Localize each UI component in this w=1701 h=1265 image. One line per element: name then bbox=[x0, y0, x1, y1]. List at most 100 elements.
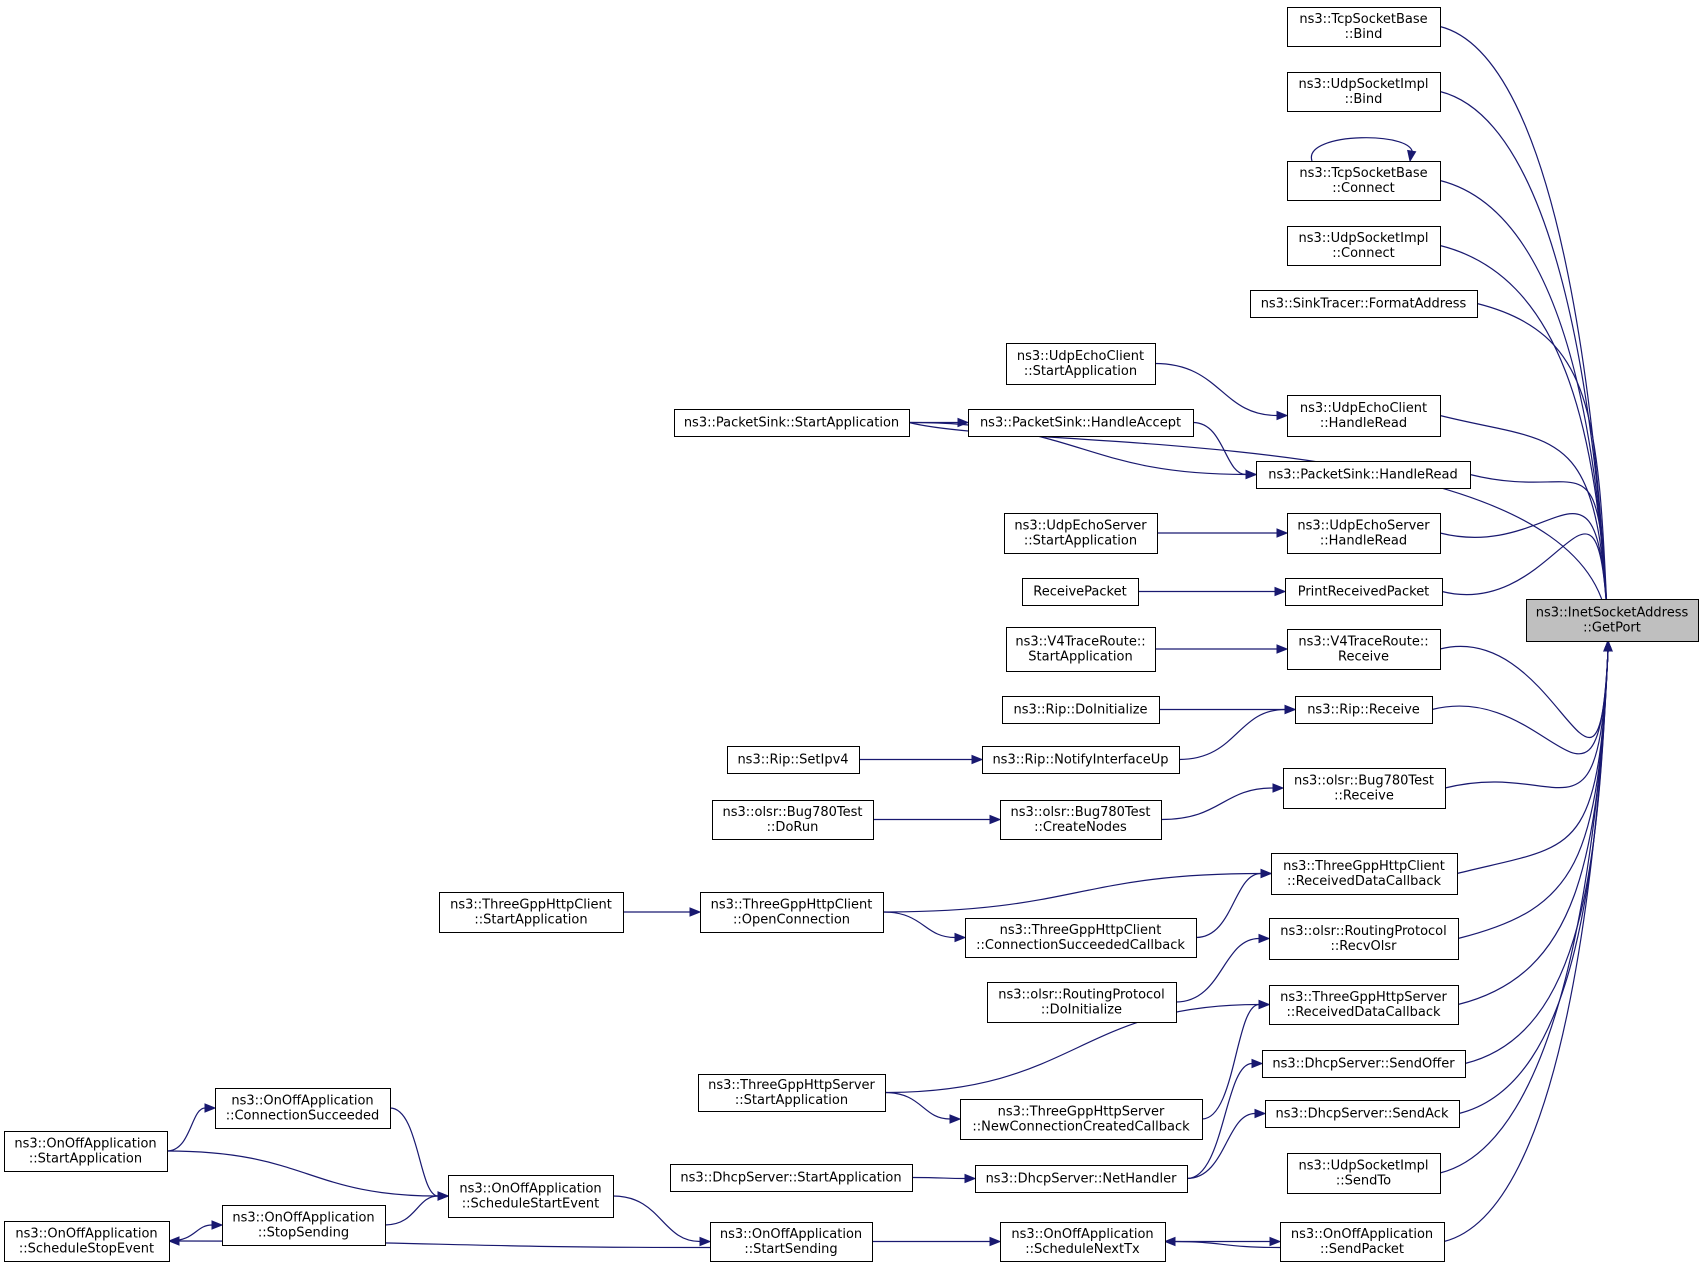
node-https-recv[interactable]: ns3::ThreeGppHttpServer::ReceivedDataCal… bbox=[1269, 985, 1459, 1025]
node-bug-dorun[interactable]: ns3::olsr::Bug780Test::DoRun bbox=[712, 800, 874, 840]
node-v4-receive[interactable]: ns3::V4TraceRoute::Receive bbox=[1287, 629, 1441, 670]
node-label: ::Bind bbox=[1345, 92, 1383, 107]
node-onoff-sendpacket[interactable]: ns3::OnOffApplication::SendPacket bbox=[1280, 1222, 1445, 1262]
node-label: ::Connect bbox=[1332, 246, 1395, 261]
node-dhcp-ack[interactable]: ns3::DhcpServer::SendAck bbox=[1265, 1100, 1460, 1128]
node-psink-accept[interactable]: ns3::PacketSink::HandleAccept bbox=[968, 409, 1194, 437]
node-echoserver-start[interactable]: ns3::UdpEchoServer::StartApplication bbox=[1004, 513, 1158, 554]
node-label: ns3::olsr::Bug780Test bbox=[722, 805, 862, 820]
node-httpc-recv[interactable]: ns3::ThreeGppHttpClient::ReceivedDataCal… bbox=[1271, 853, 1458, 895]
node-onoff-start[interactable]: ns3::OnOffApplication::StartApplication bbox=[4, 1131, 168, 1172]
node-onoff-schednext[interactable]: ns3::OnOffApplication::ScheduleNextTx bbox=[1000, 1222, 1166, 1262]
node-label: ::HandleRead bbox=[1320, 534, 1407, 549]
node-box bbox=[215, 1088, 391, 1129]
node-olsr-init[interactable]: ns3::olsr::RoutingProtocol::DoInitialize bbox=[987, 982, 1177, 1023]
node-box bbox=[987, 982, 1177, 1023]
node-label: ns3::PacketSink::StartApplication bbox=[684, 416, 899, 431]
arrowhead bbox=[1276, 528, 1289, 538]
node-rip-notify[interactable]: ns3::Rip::NotifyInterfaceUp bbox=[982, 746, 1180, 774]
node-dhcp-offer[interactable]: ns3::DhcpServer::SendOffer bbox=[1262, 1050, 1466, 1078]
node-olsr-recv[interactable]: ns3::olsr::RoutingProtocol::RecvOlsr bbox=[1269, 918, 1459, 960]
node-label: ns3::Rip::DoInitialize bbox=[1013, 703, 1147, 718]
edge-echoclient-start-to-echoclient-read bbox=[1154, 362, 1289, 421]
node-echoclient-read[interactable]: ns3::UdpEchoClient::HandleRead bbox=[1287, 395, 1441, 437]
edge-line bbox=[1154, 362, 1278, 417]
edge-v4-start-to-v4-receive bbox=[1155, 644, 1289, 654]
node-receivepacket[interactable]: ReceivePacket bbox=[1022, 578, 1139, 606]
edge-line bbox=[1441, 533, 1609, 632]
node-onoff-schedstop[interactable]: ns3::OnOffApplication::ScheduleStopEvent bbox=[4, 1221, 170, 1262]
node-label: ::ConnectionSucceededCallback bbox=[976, 938, 1185, 953]
node-printreceived[interactable]: PrintReceivedPacket bbox=[1285, 578, 1443, 606]
node-label: ns3::UdpEchoClient bbox=[1017, 349, 1144, 364]
edge-line bbox=[1178, 708, 1286, 761]
node-psink-start[interactable]: ns3::PacketSink::StartApplication bbox=[674, 409, 910, 437]
node-label: ns3::UdpEchoServer bbox=[1297, 519, 1430, 534]
node-echoserver-read[interactable]: ns3::UdpEchoServer::HandleRead bbox=[1287, 513, 1441, 554]
arrowhead bbox=[1407, 149, 1417, 163]
node-onoff-schedstart[interactable]: ns3::OnOffApplication::ScheduleStartEven… bbox=[448, 1175, 614, 1218]
node-label: ::ScheduleStartEvent bbox=[462, 1197, 600, 1212]
node-psink-read[interactable]: ns3::PacketSink::HandleRead bbox=[1256, 461, 1471, 489]
node-rip-setipv4[interactable]: ns3::Rip::SetIpv4 bbox=[727, 746, 860, 774]
node-label: ::ScheduleStopEvent bbox=[19, 1242, 154, 1257]
node-tcp-bind[interactable]: ns3::TcpSocketBase::Bind bbox=[1287, 7, 1441, 47]
node-box bbox=[710, 1222, 873, 1262]
node-httpc-start[interactable]: ns3::ThreeGppHttpClient::StartApplicatio… bbox=[439, 892, 624, 933]
node-udp-bind[interactable]: ns3::UdpSocketImpl::Bind bbox=[1287, 72, 1441, 112]
node-box bbox=[698, 1074, 886, 1112]
node-box bbox=[1287, 72, 1441, 112]
node-sink-format[interactable]: ns3::SinkTracer::FormatAddress bbox=[1250, 290, 1478, 318]
arrowhead bbox=[204, 1103, 217, 1113]
node-label: ns3::OnOffApplication bbox=[231, 1094, 373, 1109]
edge-tcp-connect-to-getport bbox=[1439, 179, 1613, 643]
arrowhead bbox=[211, 1220, 224, 1230]
edge-dhcp-net-to-dhcp-offer bbox=[1186, 1058, 1264, 1180]
node-onoff-connsucc[interactable]: ns3::OnOffApplication::ConnectionSucceed… bbox=[215, 1088, 391, 1129]
node-label: ns3::olsr::Bug780Test bbox=[1010, 805, 1150, 820]
node-box bbox=[1006, 627, 1156, 672]
node-v4-start[interactable]: ns3::V4TraceRoute::StartApplication bbox=[1006, 627, 1156, 672]
node-bug-receive[interactable]: ns3::olsr::Bug780Test::Receive bbox=[1283, 768, 1446, 809]
node-onoff-stopsend[interactable]: ns3::OnOffApplication::StopSending bbox=[222, 1205, 386, 1246]
edge-tcp-connect-to-tcp-connect bbox=[1311, 137, 1417, 163]
node-bug-create[interactable]: ns3::olsr::Bug780Test::CreateNodes bbox=[1000, 800, 1162, 840]
node-box bbox=[1287, 161, 1441, 201]
edge-line bbox=[166, 1107, 206, 1152]
edge-line bbox=[884, 1003, 1260, 1094]
edge-olsr-init-to-olsr-recv bbox=[1175, 933, 1271, 1003]
node-box bbox=[1283, 768, 1446, 809]
edge-line bbox=[1201, 1003, 1260, 1120]
node-httpc-open[interactable]: ns3::ThreeGppHttpClient::OpenConnection bbox=[700, 892, 884, 933]
node-udp-sendto[interactable]: ns3::UdpSocketImpl::SendTo bbox=[1287, 1153, 1441, 1194]
node-rip-init[interactable]: ns3::Rip::DoInitialize bbox=[1002, 696, 1160, 724]
node-getport[interactable]: ns3::InetSocketAddress::GetPort bbox=[1526, 599, 1699, 642]
edge-line bbox=[1439, 179, 1609, 632]
node-box bbox=[222, 1205, 386, 1246]
edge-line bbox=[1444, 650, 1609, 789]
edge-onoff-stopsend-to-onoff-schedstart bbox=[384, 1191, 450, 1226]
edge-httpc-open-to-httpc-conn bbox=[882, 911, 967, 943]
node-label: ns3::TcpSocketBase bbox=[1299, 12, 1427, 27]
edge-line bbox=[1443, 650, 1609, 1243]
node-onoff-startsend[interactable]: ns3::OnOffApplication::StartSending bbox=[710, 1222, 873, 1262]
node-dhcp-start[interactable]: ns3::DhcpServer::StartApplication bbox=[670, 1164, 913, 1192]
node-udp-connect[interactable]: ns3::UdpSocketImpl::Connect bbox=[1287, 226, 1441, 266]
node-label: ReceivePacket bbox=[1033, 585, 1126, 600]
edge-bug-create-to-bug-receive bbox=[1160, 783, 1285, 821]
edge-https-newconn-to-https-recv bbox=[1201, 999, 1271, 1120]
node-rip-receive[interactable]: ns3::Rip::Receive bbox=[1295, 696, 1433, 724]
node-echoclient-start[interactable]: ns3::UdpEchoClient::StartApplication bbox=[1006, 343, 1156, 385]
node-box bbox=[1002, 696, 1160, 724]
node-https-newconn[interactable]: ns3::ThreeGppHttpServer::NewConnectionCr… bbox=[960, 1099, 1203, 1140]
edge-line bbox=[1192, 421, 1247, 476]
edge-echoserver-start-to-echoserver-read bbox=[1157, 528, 1289, 538]
node-httpc-conn[interactable]: ns3::ThreeGppHttpClient::ConnectionSucce… bbox=[965, 918, 1197, 958]
node-https-start[interactable]: ns3::ThreeGppHttpServer::StartApplicatio… bbox=[698, 1074, 886, 1112]
arrowhead bbox=[1251, 1058, 1264, 1069]
node-label: ns3::SinkTracer::FormatAddress bbox=[1261, 297, 1467, 312]
node-dhcp-net[interactable]: ns3::DhcpServer::NetHandler bbox=[975, 1165, 1188, 1193]
node-tcp-connect[interactable]: ns3::TcpSocketBase::Connect bbox=[1287, 161, 1441, 201]
node-box bbox=[712, 800, 874, 840]
node-label: ::DoRun bbox=[767, 820, 819, 835]
